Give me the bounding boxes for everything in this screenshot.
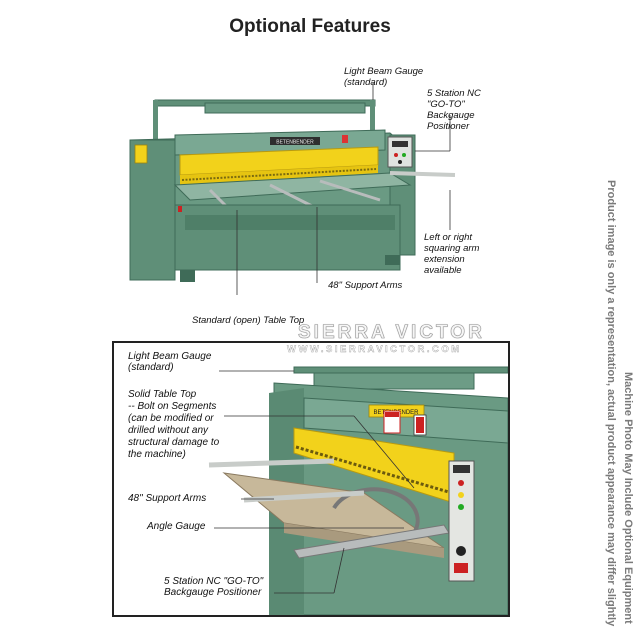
bottom-support-arms-label: 48" Support Arms bbox=[128, 493, 207, 504]
bottom-angle-gauge-label: Angle Gauge bbox=[147, 521, 206, 532]
bottom-backgauge-label: 5 Station NC "GO-TO" Backgauge Positione… bbox=[164, 576, 264, 598]
disclaimer-optional-equipment: Machine Photo May Include Optional Equip… bbox=[622, 372, 634, 624]
top-table-top-label: Standard (open) Table Top bbox=[192, 315, 305, 326]
top-squaring-arm-label: Left or right squaring arm extension ava… bbox=[424, 232, 480, 276]
top-light-beam-label: Light Beam Gauge (standard) bbox=[344, 66, 424, 88]
watermark-logo: SIERRA VICTOR bbox=[298, 322, 485, 344]
top-machine-photo: BETENBENDER bbox=[129, 83, 456, 295]
top-backgauge-label: 5 Station NC "GO-TO" Backgauge Positione… bbox=[427, 88, 481, 132]
page-title: Optional Features bbox=[229, 16, 391, 37]
bottom-photo-frame: BETENBENDER bbox=[112, 341, 510, 617]
bottom-solid-table-label: Solid Table Top -- Bolt on Segments (can… bbox=[128, 389, 220, 460]
watermark-url: WWW.SIERRAVICTOR.COM bbox=[287, 344, 462, 355]
disclaimer-representation: Product image is only a representation, … bbox=[605, 180, 617, 627]
top-nameplate-text: BETENBENDER bbox=[276, 140, 314, 146]
top-support-arms-label: 48" Support Arms bbox=[328, 280, 403, 291]
bottom-machine-photo: BETENBENDER bbox=[208, 366, 508, 615]
bottom-light-beam-label: Light Beam Gauge (standard) bbox=[128, 351, 212, 373]
